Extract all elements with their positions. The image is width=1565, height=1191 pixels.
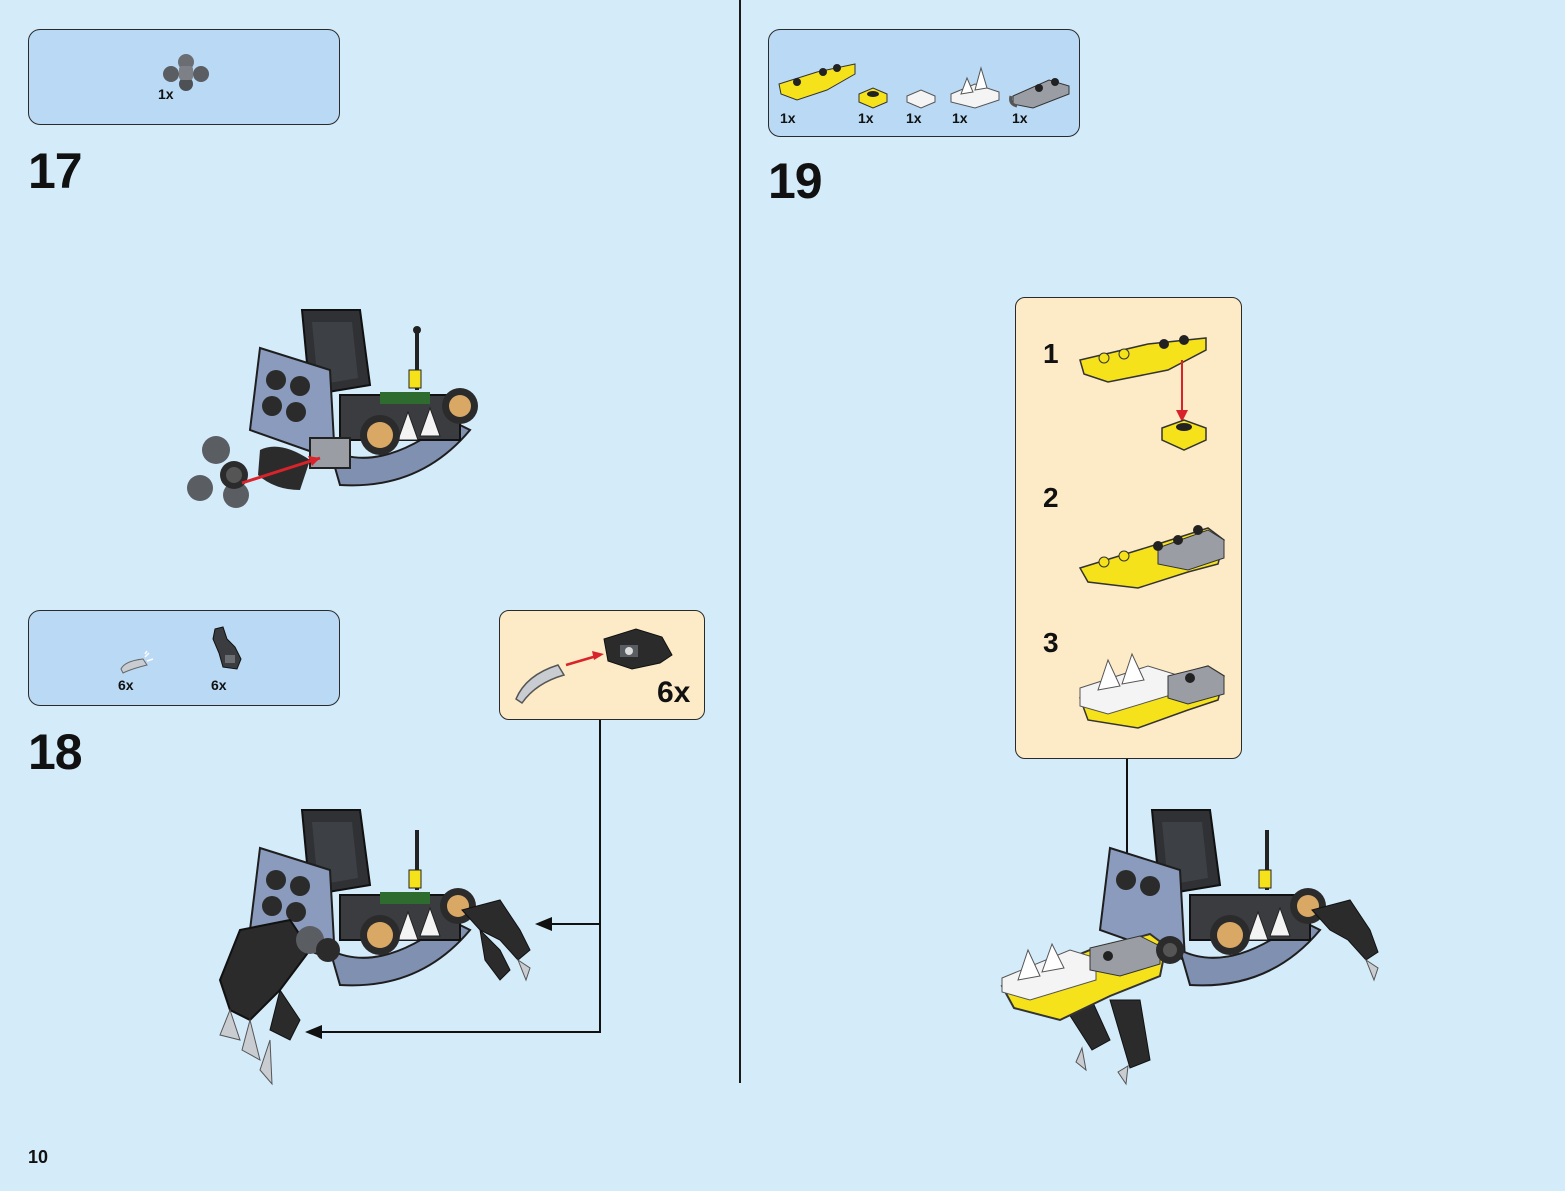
part-qty: 1x (1012, 110, 1028, 126)
substep-2-illustration (1078, 525, 1225, 589)
substep-number: 2 (1043, 482, 1059, 513)
white-tile-icon (906, 89, 936, 109)
substep-1-illustration (1079, 335, 1207, 451)
part-qty: 1x (906, 110, 922, 126)
grey-clip-plate-icon (1009, 78, 1070, 109)
substep-3-illustration (1079, 652, 1225, 729)
substep-number: 1 (1043, 338, 1059, 369)
part-qty: 1x (780, 110, 796, 126)
part-qty: 6x (118, 677, 134, 693)
step-17-model-illustration (187, 309, 478, 508)
yellow-wedge-plate-icon (778, 63, 856, 101)
part-qty: 1x (858, 110, 874, 126)
claw-tooth-icon (120, 650, 154, 674)
step-number: 17 (28, 143, 83, 199)
page-divider (739, 0, 741, 1083)
step-19-model-illustration (1000, 809, 1379, 1086)
step-19-parts-box: 1x 1x 1x 1x 1x (768, 29, 1080, 137)
step-19-subassembly-callout: 1 2 3 (1015, 297, 1242, 759)
step-number: 18 (28, 724, 83, 780)
white-tooth-plate-icon (950, 66, 1000, 109)
part-qty: 1x (952, 110, 968, 126)
part-qty: 6x (211, 677, 227, 693)
step-18-callout-leader (305, 720, 601, 1039)
yellow-plate-1x1-icon (858, 87, 888, 109)
step-18-model-illustration (218, 809, 531, 1086)
clip-bracket-icon (212, 626, 242, 670)
page-number: 10 (28, 1147, 49, 1167)
step-18-callout: 6x (499, 610, 705, 720)
part-qty: 1x (158, 86, 174, 102)
claw-assembly-diagram (515, 628, 673, 705)
step-17-parts-box: 1x (28, 29, 340, 125)
step-18-parts-box: 6x 6x (28, 610, 340, 706)
substep-number: 3 (1043, 627, 1059, 658)
cross-pin-connector-icon (163, 54, 209, 91)
step-number: 19 (768, 153, 823, 209)
callout-count: 6x (657, 676, 691, 709)
